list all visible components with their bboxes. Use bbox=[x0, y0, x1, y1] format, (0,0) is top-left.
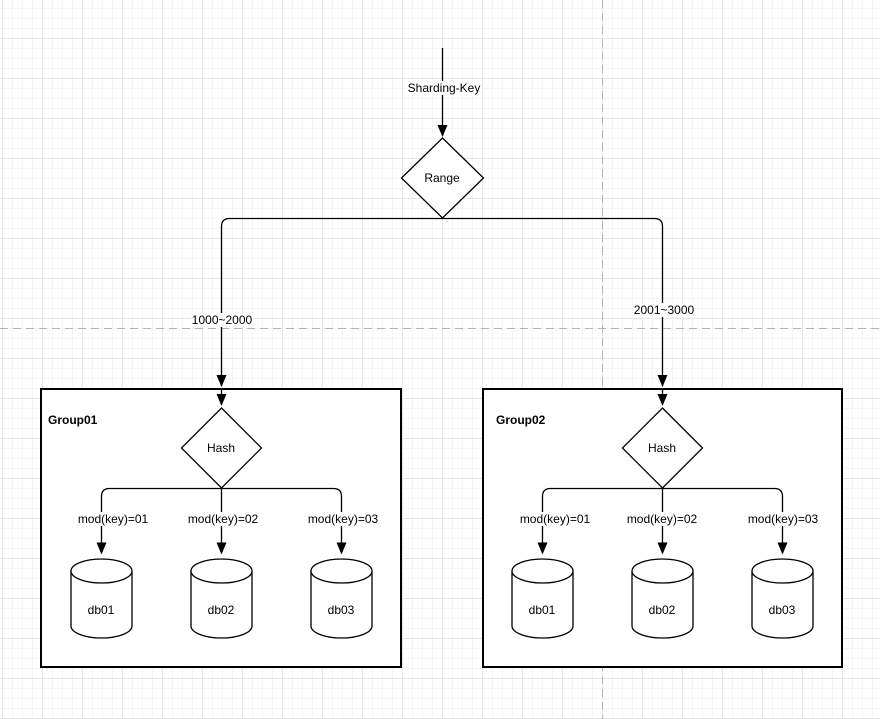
db03-cylinder-group01[interactable] bbox=[310, 558, 373, 639]
db02-label-group01: db02 bbox=[207, 603, 235, 617]
hash-label-group02: Hash bbox=[647, 441, 677, 455]
db01-cylinder-group02[interactable] bbox=[511, 558, 574, 639]
db02-cylinder-group01[interactable] bbox=[190, 558, 253, 639]
db02-label-group02: db02 bbox=[648, 603, 676, 617]
db02-cylinder-group02[interactable] bbox=[631, 558, 694, 639]
edge-hash-to-db03-group01[interactable] bbox=[221, 487, 347, 555]
edge-range-to-group01[interactable] bbox=[216, 217, 443, 387]
mod-key-03-label-group02: mod(key)=03 bbox=[746, 512, 820, 526]
edge-hash-to-db01-group01[interactable] bbox=[96, 487, 222, 555]
db03-cylinder-group02[interactable] bbox=[751, 558, 814, 639]
db01-label-group02: db01 bbox=[528, 603, 556, 617]
db03-label-group01: db03 bbox=[327, 603, 355, 617]
hash-diamond-group02[interactable] bbox=[621, 407, 704, 489]
group02-title: Group02 bbox=[496, 413, 546, 427]
edge-hash-to-db03-group02[interactable] bbox=[662, 487, 788, 555]
mod-key-01-label-group02: mod(key)=01 bbox=[518, 512, 592, 526]
hash-label-group01: Hash bbox=[206, 441, 236, 455]
edge-hash-to-db01-group02[interactable] bbox=[537, 487, 663, 555]
sharding-key-label: Sharding-Key bbox=[406, 81, 482, 95]
mod-key-03-label-group01: mod(key)=03 bbox=[306, 512, 380, 526]
edge-range-to-group02[interactable] bbox=[442, 217, 668, 387]
mod-key-01-label-group01: mod(key)=01 bbox=[76, 512, 150, 526]
hash-diamond-group01[interactable] bbox=[180, 407, 263, 489]
range-diamond[interactable] bbox=[400, 137, 485, 219]
db01-cylinder-group01[interactable] bbox=[70, 558, 133, 639]
range-branch01-label: 1000~2000 bbox=[190, 313, 254, 327]
mod-key-02-label-group01: mod(key)=02 bbox=[186, 512, 260, 526]
mod-key-02-label-group02: mod(key)=02 bbox=[625, 512, 699, 526]
group01-title: Group01 bbox=[48, 413, 98, 427]
db03-label-group02: db03 bbox=[768, 603, 796, 617]
db01-label-group01: db01 bbox=[87, 603, 115, 617]
range-branch02-label: 2001~3000 bbox=[632, 303, 696, 317]
range-label: Range bbox=[424, 171, 460, 185]
